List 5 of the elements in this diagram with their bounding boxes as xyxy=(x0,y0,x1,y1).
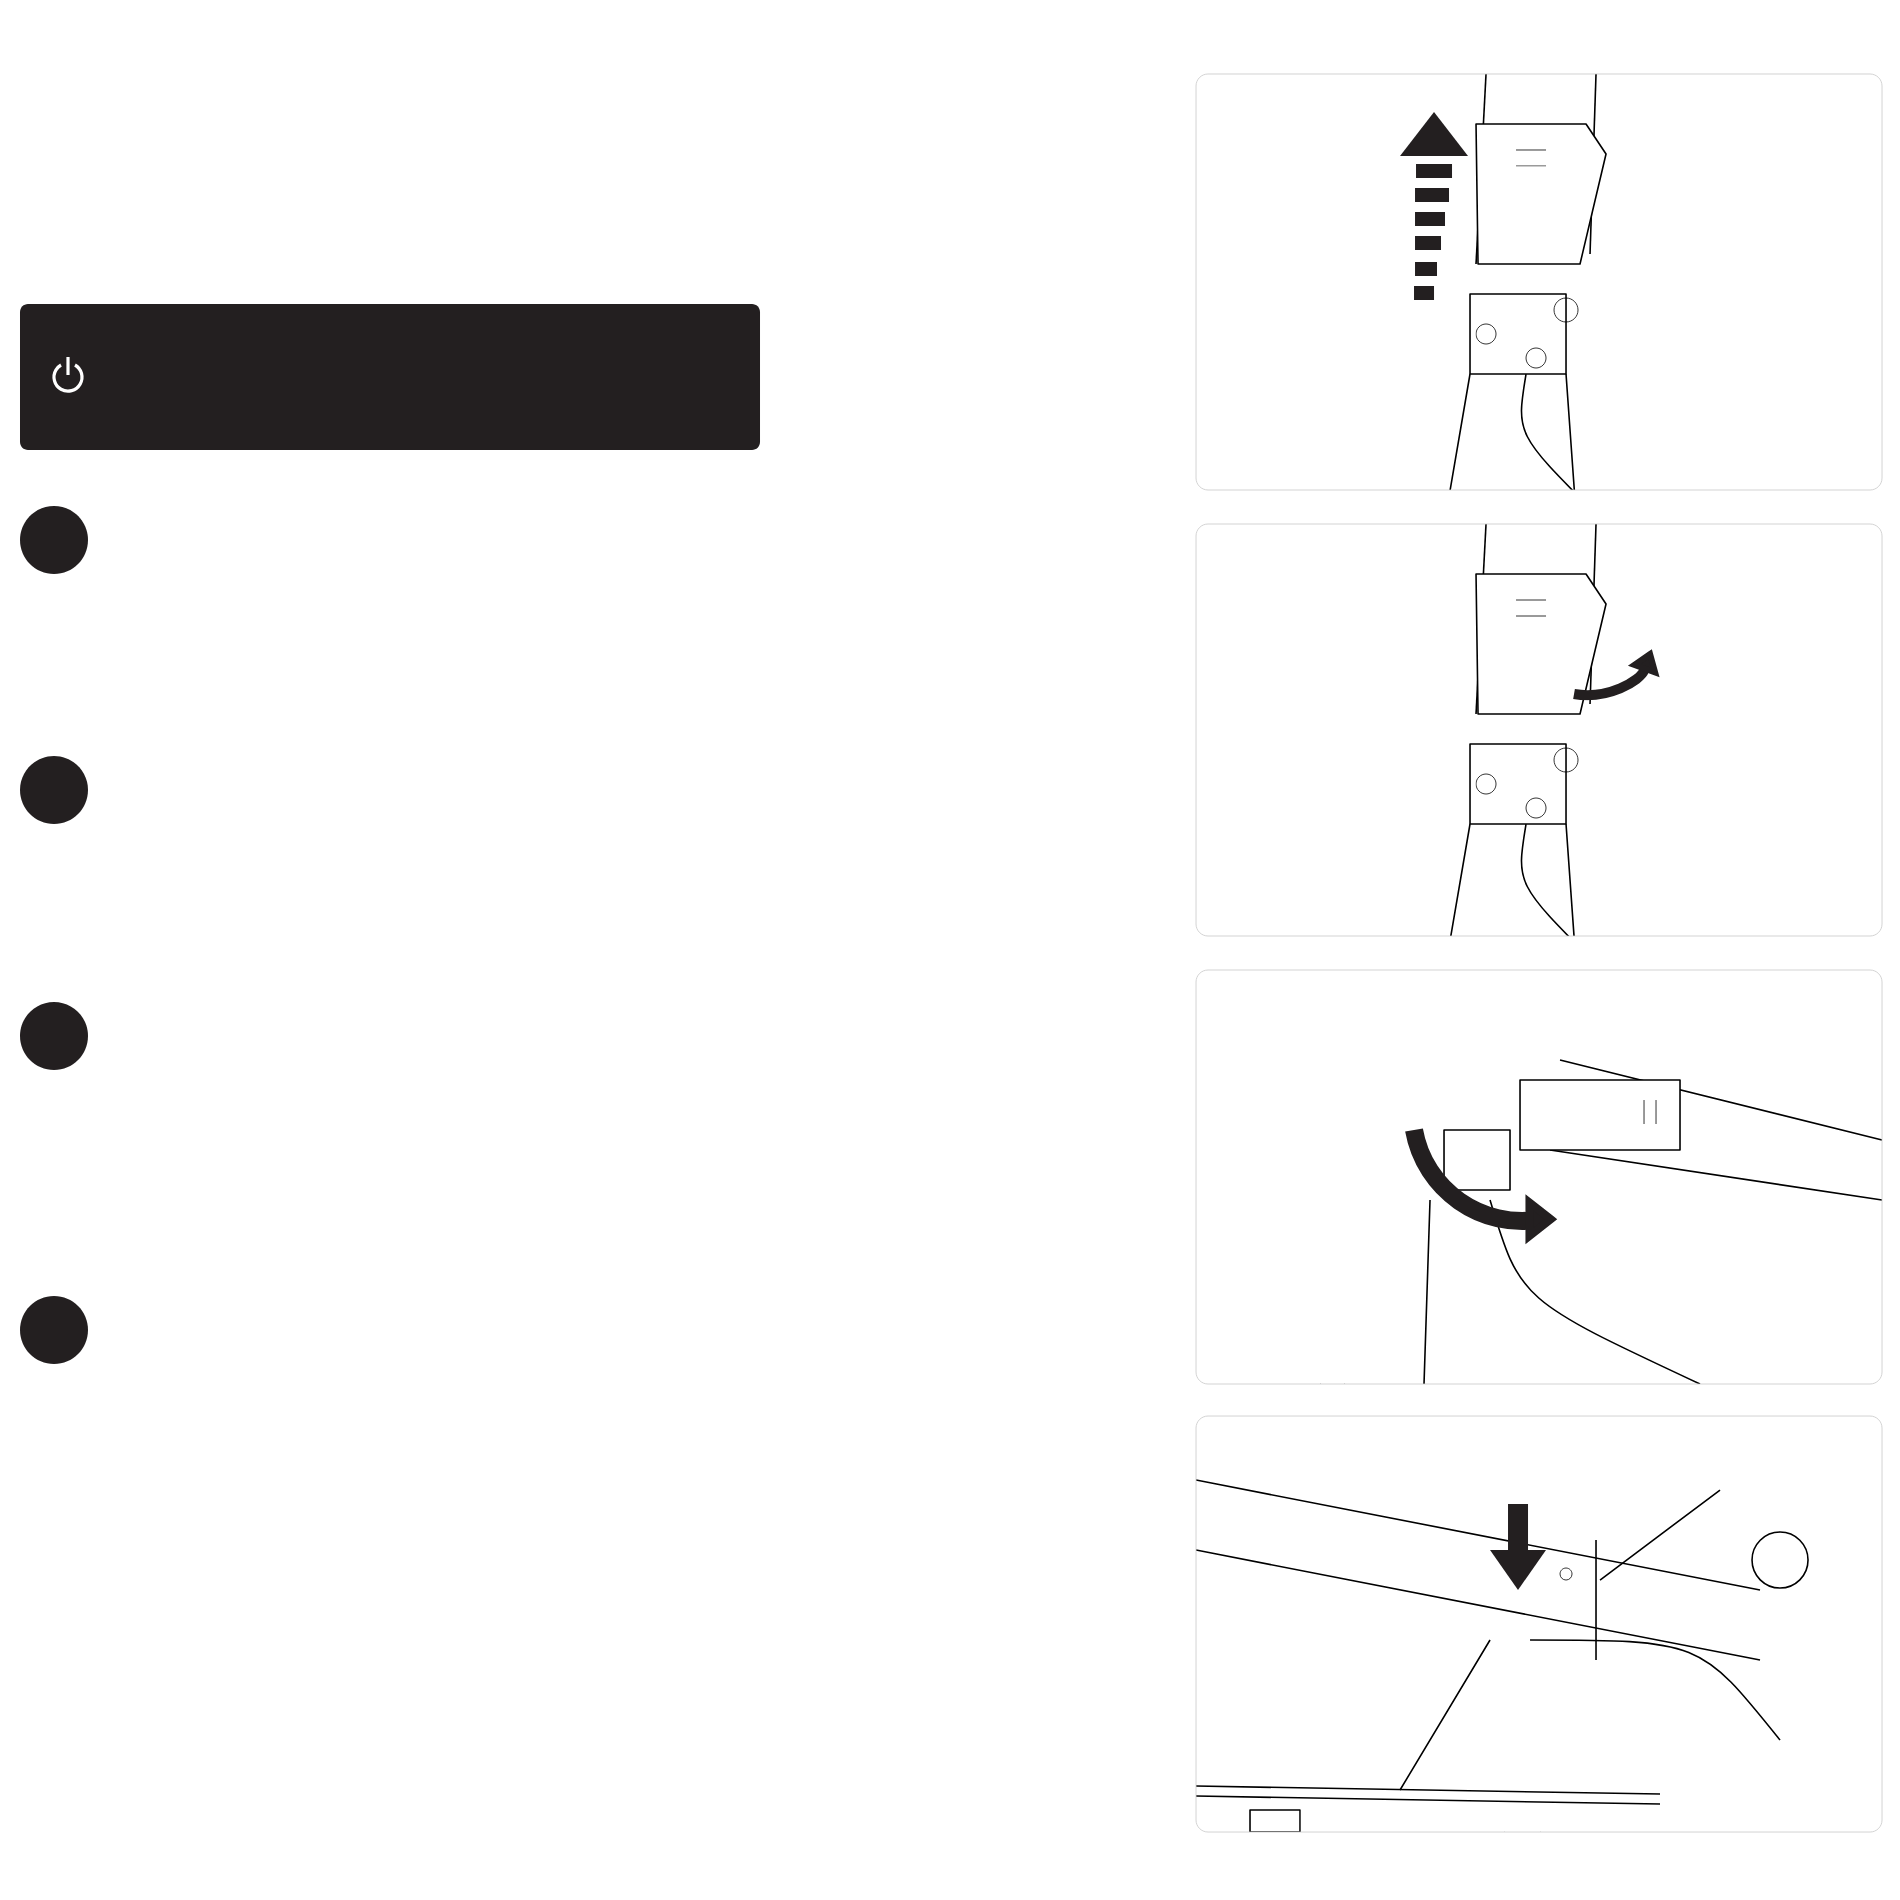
power-banner xyxy=(20,304,760,450)
step-dot xyxy=(20,506,88,574)
step-dot xyxy=(20,756,88,824)
step-dot xyxy=(20,1002,88,1070)
step-dot xyxy=(20,1296,88,1364)
